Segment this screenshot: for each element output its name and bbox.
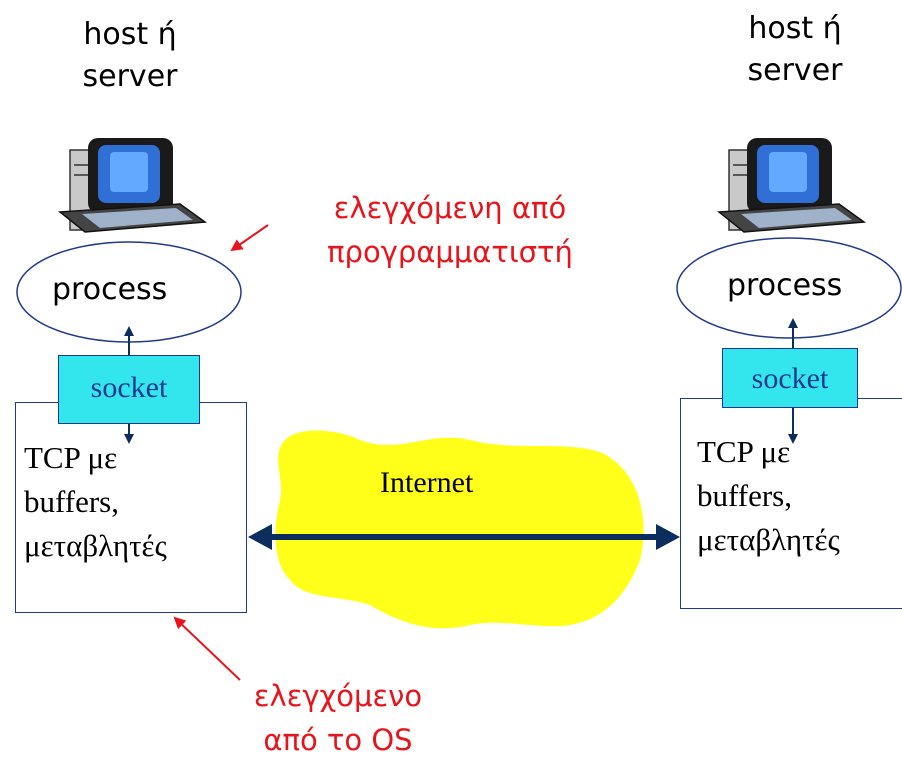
- computer-icon-left: [58, 138, 208, 233]
- programmer-note-line1: ελεγχόμενη από: [333, 191, 567, 225]
- tcp-text-right: TCP με buffers, μεταβλητές: [697, 430, 840, 562]
- host-label-right: host ή server: [705, 8, 885, 92]
- programmer-note-line2: προγραμματιστή: [327, 235, 573, 269]
- process-label-right: process: [727, 268, 843, 303]
- computer-icon-right: [717, 138, 867, 233]
- internet-label: Internet: [380, 466, 474, 499]
- os-note-line2: από το OS: [263, 723, 413, 757]
- process-ellipse-right: [676, 237, 902, 339]
- host-label-left-line2: server: [82, 59, 178, 94]
- os-pointer-arrow: [173, 616, 241, 681]
- tcp-right-line3: μεταβλητές: [697, 522, 840, 557]
- os-controlled-note: ελεγχόμενο από το OS: [198, 674, 478, 762]
- internet-arrowhead-right: [656, 524, 680, 550]
- programmer-controlled-note: ελεγχόμενη από προγραμματιστή: [280, 186, 620, 274]
- os-note-line1: ελεγχόμενο: [253, 679, 423, 713]
- socket-left: socket: [58, 355, 200, 424]
- tcp-left-line1: TCP με: [24, 440, 118, 475]
- tcp-text-left: TCP με buffers, μεταβλητές: [24, 436, 167, 568]
- host-label-left-line1: host ή: [83, 17, 177, 52]
- internet-arrowhead-left: [248, 524, 272, 550]
- process-label-left: process: [52, 272, 168, 307]
- socket-right: socket: [722, 348, 858, 408]
- tcp-right-line1: TCP με: [697, 434, 791, 469]
- tcp-left-line3: μεταβλητές: [24, 528, 167, 563]
- host-label-right-line2: server: [747, 53, 843, 88]
- host-label-right-line1: host ή: [748, 11, 842, 46]
- host-label-left: host ή server: [40, 14, 220, 98]
- tcp-left-line2: buffers,: [24, 484, 119, 519]
- programmer-pointer-arrow: [230, 224, 269, 252]
- internet-cloud: [275, 430, 644, 629]
- tcp-right-line2: buffers,: [697, 478, 792, 513]
